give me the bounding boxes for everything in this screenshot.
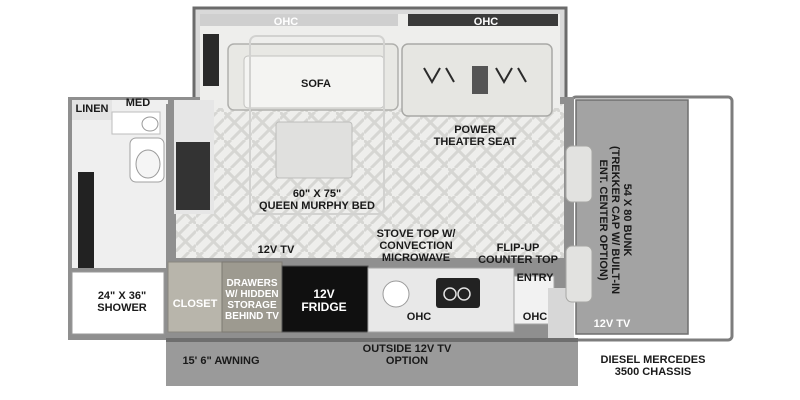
label-closet: CLOSET	[172, 298, 218, 310]
theater-console	[472, 66, 488, 94]
label-murphy-bed: 60" X 75" QUEEN MURPHY BED	[259, 188, 375, 212]
label-flip-up: FLIP-UP COUNTER TOP	[478, 242, 558, 266]
sink	[141, 116, 159, 132]
label-drawers: DRAWERS W/ HIDDEN STORAGE BEHIND TV	[225, 278, 279, 322]
label-ohc-left: OHC	[273, 16, 299, 28]
bath-wall-inner	[166, 104, 176, 268]
label-linen: LINEN	[75, 103, 109, 115]
label-ohc-counter: OHC	[406, 311, 432, 323]
flip-counter	[513, 275, 555, 325]
cab-seat-top	[565, 145, 593, 203]
shower-shape	[71, 271, 165, 335]
label-entry: ENTRY	[516, 272, 554, 284]
toilet-bowl	[135, 149, 161, 179]
label-ohc-entry: OHC	[522, 311, 548, 323]
wardrobe-dark	[176, 142, 210, 210]
burner-2	[457, 287, 471, 301]
murphy-bed-cushion	[275, 121, 353, 179]
closet-shape	[167, 261, 223, 333]
drawers-shape	[221, 261, 283, 333]
bath-window	[78, 172, 94, 268]
label-bunk: 54 X 80 BUNK (TREKKER CAP W/ BUILT-IN EN…	[597, 145, 633, 295]
recline-marks	[423, 67, 527, 85]
ohc-top-bar-left	[200, 14, 398, 26]
label-power-theater-seat: POWER THEATER SEAT	[433, 124, 517, 148]
awning-line	[166, 338, 578, 342]
ohc-top-bar-right	[408, 14, 558, 26]
label-chassis: DIESEL MERCEDES 3500 CHASSIS	[600, 354, 706, 378]
slide-tv	[203, 34, 219, 86]
cab-seat-bottom	[565, 245, 593, 303]
label-tv-bunk: 12V TV	[593, 318, 631, 330]
label-med: MED	[125, 97, 151, 109]
awning-shape	[166, 338, 578, 386]
label-sofa: SOFA	[301, 78, 331, 90]
label-outside-tv: OUTSIDE 12V TV OPTION	[362, 343, 452, 367]
bunk-shape	[575, 99, 689, 335]
label-ohc-right: OHC	[473, 16, 499, 28]
label-fridge: 12V FRIDGE	[301, 287, 347, 314]
murphy-bed-shape	[249, 35, 385, 215]
label-awning: 15' 6" AWNING	[182, 355, 260, 367]
burner-1	[443, 287, 457, 301]
sink-round	[382, 280, 410, 308]
label-stove-top: STOVE TOP W/ CONVECTION MICROWAVE	[376, 228, 456, 264]
label-tv-kitchen: 12V TV	[257, 244, 295, 256]
label-shower: 24" X 36" SHOWER	[97, 290, 147, 314]
floor	[168, 104, 564, 258]
bath-linen	[72, 100, 112, 120]
fridge-shape	[281, 265, 369, 333]
